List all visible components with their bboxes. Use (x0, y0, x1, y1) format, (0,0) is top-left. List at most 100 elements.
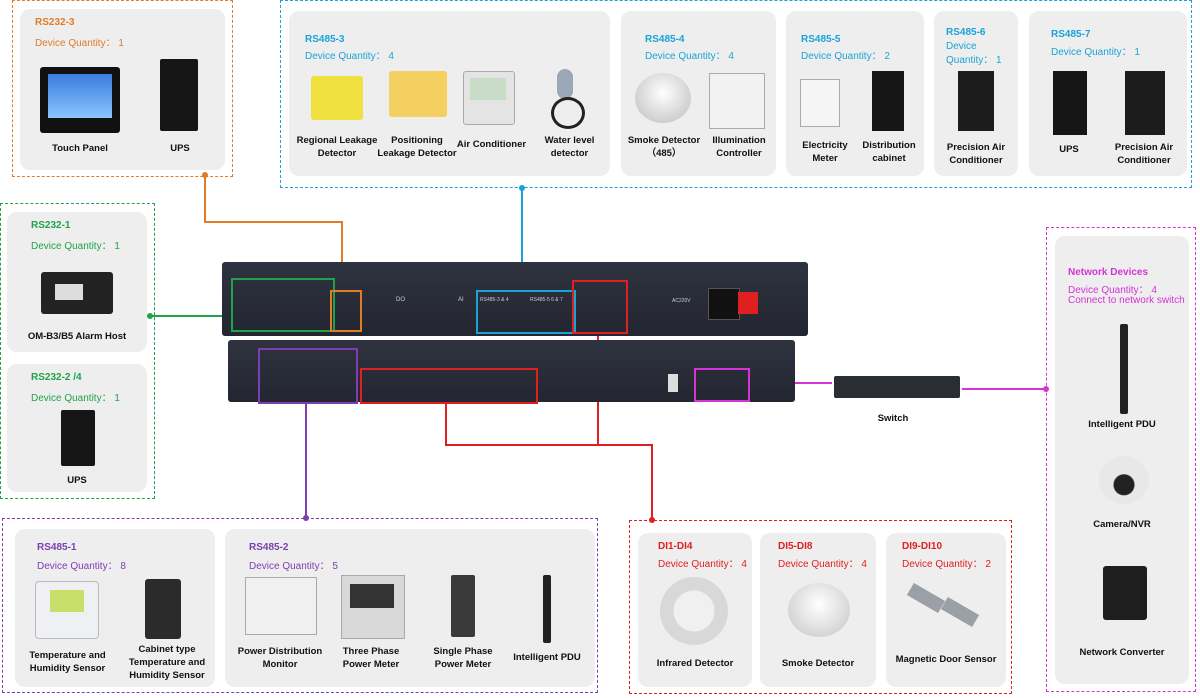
device-label: UPS (170, 143, 190, 154)
card-quantity: Device Quantity： 1 (35, 38, 124, 49)
card-quantity: Device Quantity： 2 (902, 559, 991, 570)
device-label: Positioning Leakage Detector (377, 135, 457, 159)
card-title: DI9-DI10 (902, 541, 943, 552)
device-label: OM-B3/B5 Alarm Host (27, 331, 127, 342)
device-label: Air Conditioner (456, 139, 527, 150)
ups-icon (1053, 71, 1087, 135)
card-rs485-1: RS485-1 Device Quantity： 8 Temperature a… (15, 529, 215, 687)
label-rs485-5-6-7: RS485-5 6 & 7 (530, 297, 563, 303)
device-label: UPS (1059, 144, 1079, 155)
card-title: RS485-1 (37, 542, 77, 553)
card-rs232-3: RS232-3 Device Quantity： 1 Touch Panel U… (20, 9, 225, 170)
leakage-detector-icon (311, 76, 363, 120)
power-switch[interactable] (738, 292, 758, 314)
card-di5-di8: DI5-DI8 Device Quantity： 4 Smoke Detecto… (760, 533, 876, 687)
card-quantity: Device Quantity： 4 (1068, 285, 1157, 296)
device-label: Electricity Meter (802, 140, 848, 164)
label-do: DO (396, 297, 405, 303)
card-quantity: Device Quantity： 5 (249, 561, 338, 572)
network-converter-icon (1103, 566, 1147, 620)
power-distribution-monitor-icon (245, 577, 317, 635)
device-label: Illumination Controller (712, 135, 766, 159)
device-label: Power Distribution Monitor (237, 646, 323, 670)
eth-ports-highlight (572, 280, 628, 334)
leakage-detector-icon (389, 71, 447, 117)
device-label: Smoke Detector （485） (627, 135, 701, 159)
card-title: RS485-2 (249, 542, 289, 553)
ups-icon (61, 410, 95, 466)
card-rs232-2: RS232-2 /4 Device Quantity： 1 UPS (7, 364, 147, 492)
device-label: Single Phase Power Meter (433, 646, 493, 670)
device-label: Camera/NVR (1093, 519, 1151, 530)
card-title: DI5-DI8 (778, 541, 813, 552)
device-label: Magnetic Door Sensor (895, 654, 997, 665)
card-rs485-5: RS485-5 Device Quantity： 2 Electricity M… (786, 11, 924, 176)
device-label: UPS (67, 475, 87, 486)
group-rs232-3: RS232-3 Device Quantity： 1 Touch Panel U… (12, 0, 233, 177)
device-label: Cabinet type Temperature and Humidity Se… (128, 644, 206, 681)
card-quantity: Device Quantity： 1 (31, 393, 120, 404)
group-rs232-1-2: RS232-1 Device Quantity： 1 OM-B3/B5 Alar… (0, 203, 155, 499)
card-rs485-6: RS485-6 Device Quantity： 1 Precision Air… (934, 11, 1018, 176)
alarm-host-icon (41, 272, 113, 314)
card-title: RS232-2 /4 (31, 372, 82, 383)
camera-icon (1099, 456, 1149, 504)
infrared-detector-icon (660, 577, 728, 645)
card-network-devices: Network Devices Device Quantity： 4 Conne… (1055, 236, 1189, 684)
card-title: RS485-6 (946, 27, 986, 38)
network-switch-icon (834, 376, 960, 398)
rs485-3-4-highlight (476, 290, 576, 334)
card-quantity: Device Quantity： 1 (1051, 47, 1140, 58)
single-phase-power-meter-icon (451, 575, 475, 637)
device-label: Regional Leakage Detector (296, 135, 378, 159)
card-quantity: Device Quantity： 4 (645, 51, 734, 62)
rs485-1-2-ports-highlight (258, 348, 358, 404)
three-phase-power-meter-icon (341, 575, 405, 639)
smoke-detector-icon (635, 73, 691, 123)
cabinet-sensor-icon (145, 579, 181, 639)
electricity-meter-icon (800, 79, 840, 127)
label-ai: AI (458, 297, 464, 303)
controller-bottom-unit (228, 340, 795, 404)
di-ports-highlight (360, 368, 538, 404)
rs232-ports-highlight (231, 278, 335, 332)
intelligent-pdu-icon (543, 575, 551, 643)
device-label: Distribution cabinet (862, 140, 916, 164)
smoke-detector-icon (788, 583, 850, 637)
group-di: DI1-DI4 Device Quantity： 4 Infrared Dete… (629, 520, 1012, 694)
water-level-detector-icon (549, 69, 585, 129)
group-network-devices: Network Devices Device Quantity： 4 Conne… (1046, 227, 1196, 692)
magnetic-door-sensor-icon (906, 582, 984, 628)
eth-1-2-highlight (694, 368, 750, 402)
card-quantity: Device Quantity： 4 (305, 51, 394, 62)
air-conditioner-icon (463, 71, 515, 125)
card-di1-di4: DI1-DI4 Device Quantity： 4 Infrared Dete… (638, 533, 752, 687)
precision-air-conditioner-icon (1125, 71, 1165, 135)
card-di9-di10: DI9-DI10 Device Quantity： 2 Magnetic Doo… (886, 533, 1006, 687)
card-title: RS485-3 (305, 34, 345, 45)
device-label: Network Converter (1079, 647, 1165, 658)
usb-port[interactable] (668, 374, 678, 392)
device-label: Precision Air Conditioner (946, 142, 1006, 166)
group-rs485-bottom: RS485-1 Device Quantity： 8 Temperature a… (2, 518, 598, 693)
card-rs485-4: RS485-4 Device Quantity： 4 Smoke Detecto… (621, 11, 776, 176)
card-quantity: Device Quantity： 1 (946, 41, 1002, 66)
precision-air-conditioner-icon (958, 71, 994, 131)
intelligent-pdu-icon (1120, 324, 1128, 414)
card-title: RS232-1 (31, 220, 71, 231)
device-label: Three Phase Power Meter (342, 646, 400, 670)
device-label: Intelligent PDU (513, 652, 581, 663)
card-title: RS485-7 (1051, 29, 1091, 40)
card-quantity: Device Quantity： 8 (37, 561, 126, 572)
ups-icon (160, 59, 198, 131)
group-rs485-top: RS485-3 Device Quantity： 4 Regional Leak… (280, 0, 1192, 188)
line-di-red-1 (445, 398, 653, 520)
power-socket (708, 288, 740, 320)
card-title: DI1-DI4 (658, 541, 693, 552)
device-label: Smoke Detector (781, 658, 855, 669)
controller-top-unit: DO AI RS485-3 & 4 RS485-5 6 & 7 AC220V (222, 262, 808, 336)
card-title: RS485-4 (645, 34, 685, 45)
touch-panel-icon (40, 67, 120, 133)
card-rs485-2: RS485-2 Device Quantity： 5 Power Distrib… (225, 529, 595, 687)
rs232-3-port-highlight (330, 290, 362, 332)
